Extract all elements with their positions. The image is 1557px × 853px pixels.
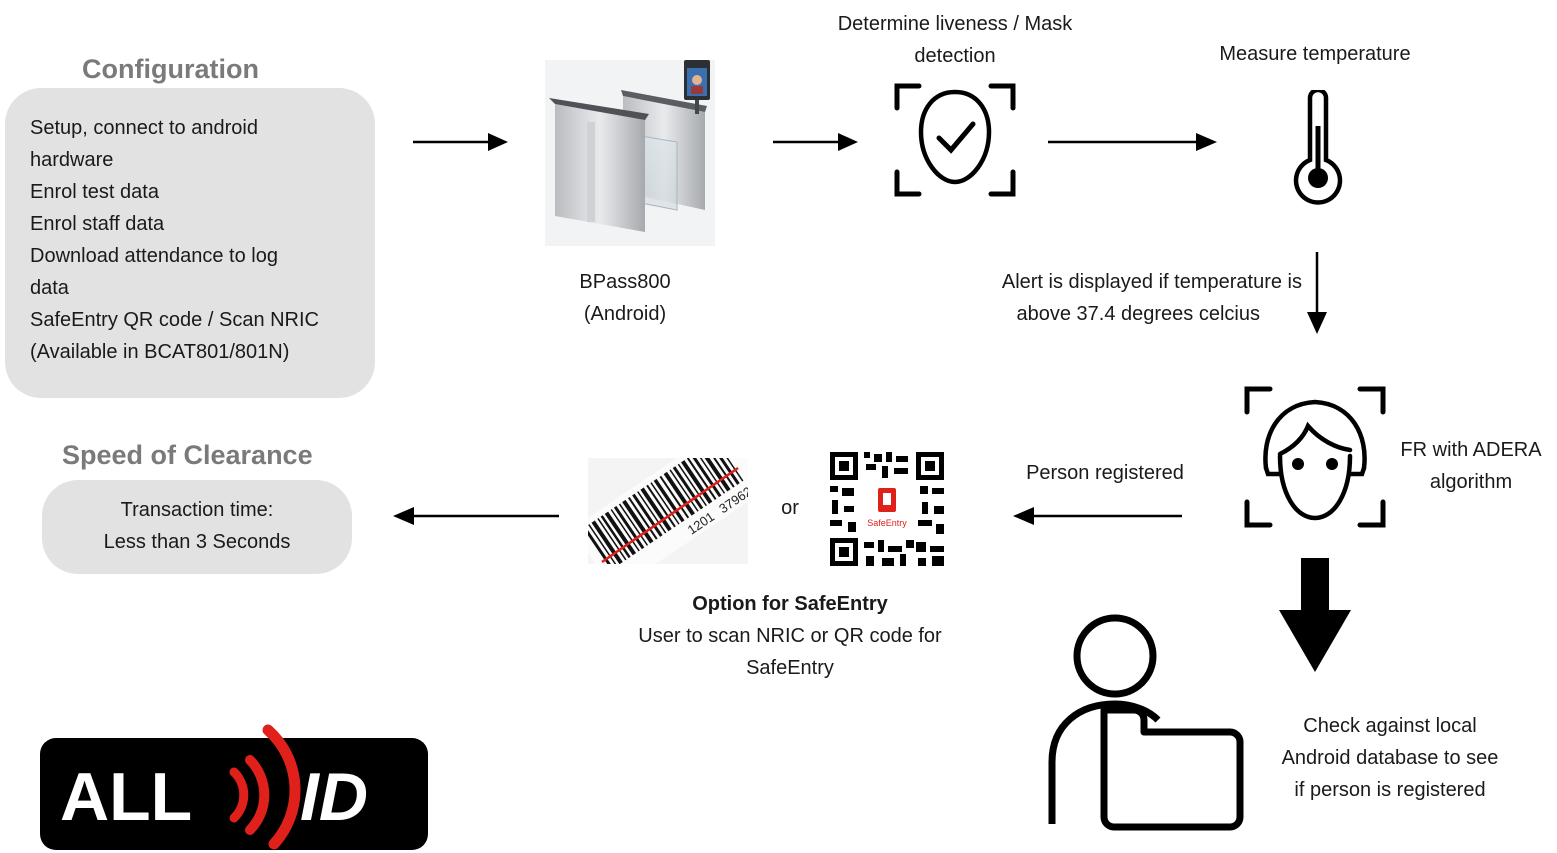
alert-label-2: above 37.4 degrees celcius (1016, 303, 1261, 325)
safeentry-desc-1: User to scan NRIC or QR code for (638, 625, 942, 647)
configuration-item: Enrol test data (30, 181, 159, 203)
turnstile-image (545, 60, 715, 246)
check-label-1: Check against local (1303, 715, 1477, 737)
speed-title: Speed of Clearance (62, 440, 313, 470)
device-os: (Android) (583, 303, 667, 325)
user-folder-icon (1048, 614, 1244, 831)
arrow-down-1 (1307, 252, 1327, 334)
configuration-item: SafeEntry QR code / Scan NRIC (30, 309, 320, 331)
configuration-item: Setup, connect to android (30, 117, 258, 139)
configuration-list: Setup, connect to android hardware Enrol… (30, 112, 370, 368)
person-registered-label: Person registered (1026, 462, 1184, 484)
barcode-image: 1201 37962 (588, 458, 748, 564)
qr-code-image: SafeEntry (828, 450, 946, 568)
or-label: or (781, 497, 799, 519)
configuration-item: Enrol staff data (30, 213, 165, 235)
thermometer-icon (1293, 90, 1343, 205)
arrow-right-3 (1048, 133, 1217, 151)
arrow-right-1 (413, 133, 508, 151)
configuration-title: Configuration (82, 54, 259, 84)
liveness-label-2: detection (914, 45, 996, 67)
speed-line-1: Transaction time: (120, 499, 274, 521)
check-label-3: if person is registered (1294, 779, 1486, 801)
arrow-left-1 (1013, 507, 1182, 525)
check-label-2: Android database to see (1281, 747, 1499, 769)
fr-label-2: algorithm (1429, 471, 1513, 493)
arrow-right-2 (773, 133, 858, 151)
fr-label-1: FR with ADERA (1400, 439, 1542, 461)
configuration-box: Setup, connect to android hardware Enrol… (5, 88, 375, 398)
svg-text:ID: ID (300, 759, 368, 835)
arrow-left-2 (393, 507, 559, 525)
safeentry-title: Option for SafeEntry (692, 593, 888, 615)
configuration-item: hardware (30, 149, 114, 171)
temperature-label: Measure temperature (1219, 43, 1411, 65)
configuration-item: (Available in BCAT801/801N) (30, 341, 290, 363)
speed-line-2: Less than 3 Seconds (103, 531, 291, 553)
arrow-down-big (1279, 558, 1351, 672)
liveness-label-1: Determine liveness / Mask (837, 13, 1073, 35)
safeentry-desc-2: SafeEntry (746, 657, 834, 679)
device-name: BPass800 (579, 271, 671, 293)
face-recognition-icon (1244, 386, 1386, 528)
all-id-logo: ALL ID (40, 724, 428, 850)
speed-box: Transaction time: Less than 3 Seconds (42, 480, 352, 574)
qr-safeentry-badge: SafeEntry (867, 518, 907, 528)
configuration-item: data (30, 277, 69, 299)
alert-label-1: Alert is displayed if temperature is (1001, 271, 1302, 293)
svg-text:ALL: ALL (60, 759, 192, 835)
configuration-item: Download attendance to log (30, 245, 278, 267)
liveness-face-check-icon (894, 83, 1016, 197)
